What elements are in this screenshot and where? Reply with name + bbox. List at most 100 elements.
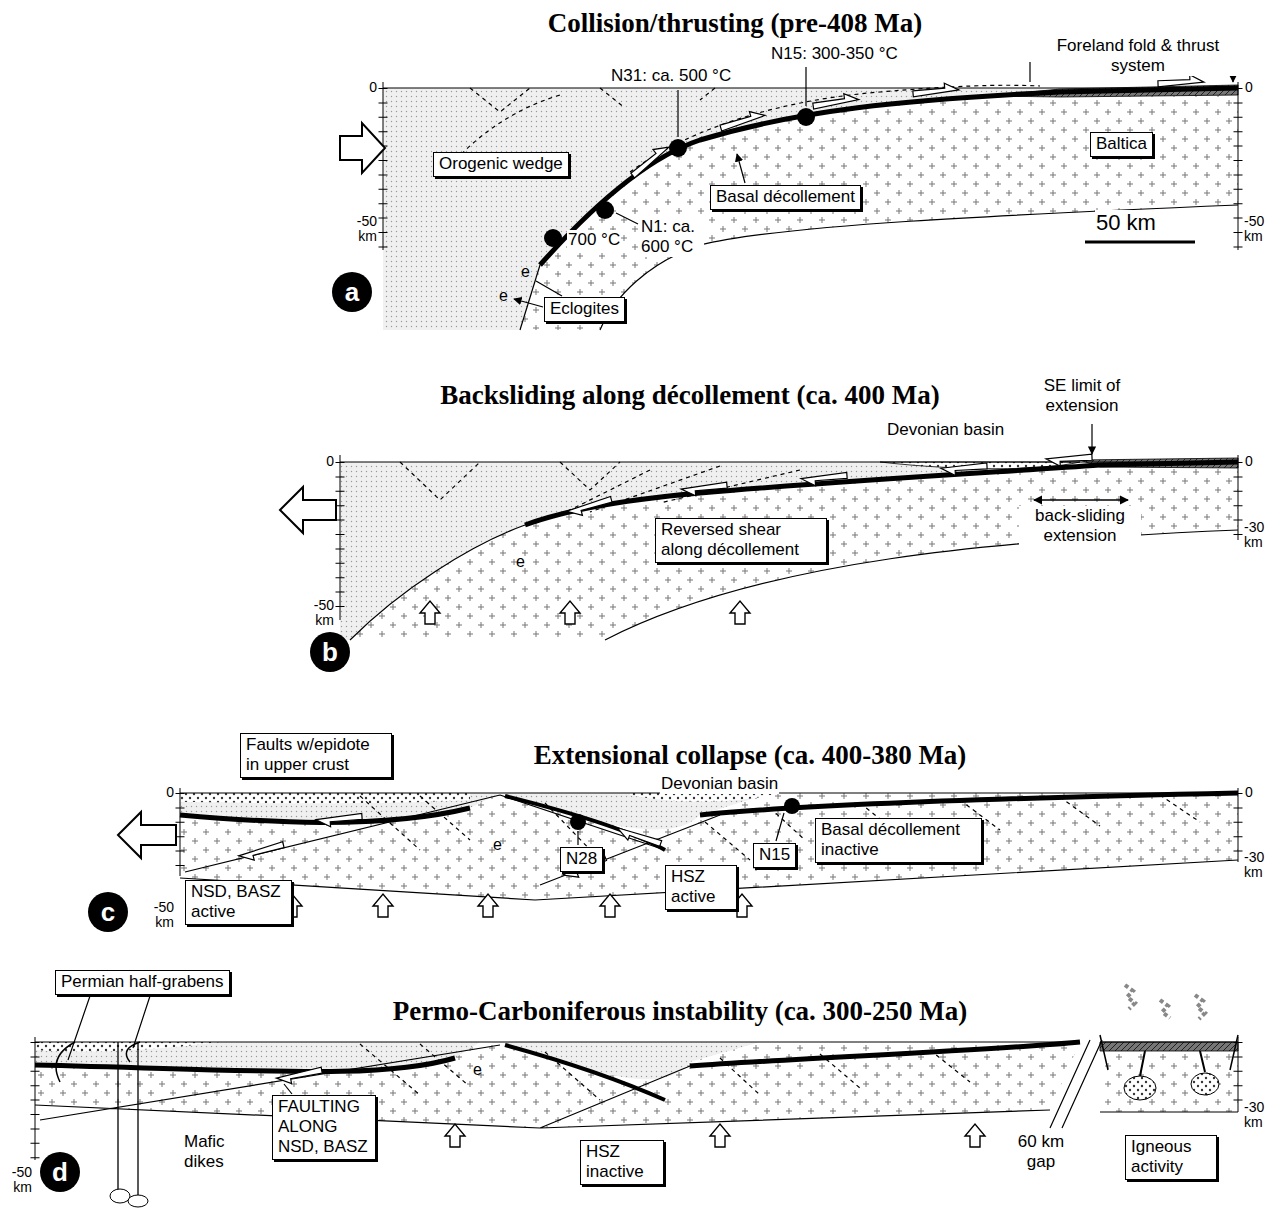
panel-letter-text: d: [52, 1159, 68, 1185]
section-shape: [35, 1045, 1238, 1128]
section-shape: [350, 462, 1238, 640]
shear-arrow: [681, 482, 728, 497]
box-text: NSD, BASZ active: [191, 882, 286, 922]
box-text: HSZ active: [671, 867, 731, 907]
axis-label: 0: [1244, 785, 1254, 800]
shear-arrow: [730, 601, 750, 624]
sample-dot: [797, 108, 815, 126]
panel-letter-text: c: [101, 899, 115, 925]
annotation: N15: 300-350 °C: [770, 44, 899, 64]
shear-arrow: [1046, 454, 1092, 467]
section-shape: [1100, 1042, 1238, 1112]
panel-a-section: [340, 62, 1238, 330]
sample-dot: [669, 139, 687, 157]
annotation: Mafic dikes: [183, 1132, 240, 1172]
label-box: NSD, BASZ active: [185, 880, 292, 925]
shear-arrow: [566, 496, 613, 519]
axis-label: -50 km: [3, 1165, 33, 1195]
section-shape: [505, 796, 665, 850]
shear-arrow: [420, 601, 440, 624]
panel-letter: c: [88, 892, 128, 932]
label-box: N15: [753, 843, 796, 868]
label-box: Reversed shear along décollement: [655, 518, 827, 563]
box-text: HSZ inactive: [586, 1142, 658, 1182]
section-shape: [505, 1045, 665, 1100]
label-box: HSZ inactive: [580, 1140, 664, 1185]
axis-label: -50 km: [143, 900, 175, 930]
section-shape: [1091, 424, 1092, 454]
sample-dot: [784, 798, 800, 814]
box-text: N28: [566, 849, 597, 869]
annotation: N1: ca. 600 °C: [640, 217, 704, 257]
intrusion-shape: [1191, 1073, 1219, 1095]
axis-label: -30 km: [1243, 520, 1275, 550]
section-shape: [1140, 1051, 1205, 1076]
panel-title: Collision/thrusting (pre-408 Ma): [547, 8, 924, 39]
section-shape: [383, 88, 1238, 89]
motion-arrow: [280, 487, 336, 533]
shear-arrow: [710, 1124, 730, 1147]
shear-arrow: [941, 463, 988, 476]
section-shape: [1034, 499, 1128, 500]
annotation: Devonian basin: [886, 420, 1005, 440]
annotation: Devonian basin: [660, 774, 779, 794]
shear-arrow: [812, 92, 859, 109]
section-shape: [35, 1042, 1080, 1128]
shear-arrow: [912, 82, 959, 97]
panel-title: Extensional collapse (ca. 400-380 Ma): [533, 740, 968, 771]
label-box: Basal décollement inactive: [815, 818, 982, 863]
scale-label: 50 km: [1095, 210, 1157, 235]
box-text: N15: [759, 845, 790, 865]
section-shape: [540, 88, 1238, 265]
box-text: Orogenic wedge: [439, 154, 563, 174]
axis-label: -50 km: [1243, 214, 1275, 244]
annotation: 60 km gap: [1010, 1132, 1072, 1172]
section-shape: [118, 1042, 138, 1196]
box-text: Faults w/epidote in upper crust: [246, 735, 386, 775]
section-shape: [340, 462, 1238, 463]
shear-arrow: [560, 601, 580, 624]
label-box: Permian half-grabens: [55, 970, 230, 995]
eclogite-mark: e: [492, 835, 503, 855]
label-box: Igneous activity: [1125, 1135, 1217, 1180]
panel-title: Permo-Carboniferous instability (ca. 300…: [392, 996, 969, 1027]
section-shape: [35, 1058, 455, 1072]
section-shape: [284, 1084, 292, 1094]
panel-letter: d: [40, 1152, 80, 1192]
section-shape: [35, 1042, 480, 1072]
panel-letter-text: a: [345, 279, 359, 305]
box-text: Igneous activity: [1131, 1137, 1211, 1177]
panel-letter: b: [310, 632, 350, 672]
shear-arrow: [316, 813, 363, 827]
label-box: Eclogites: [544, 297, 625, 322]
section-shape: [340, 462, 1238, 620]
box-text: Eclogites: [550, 299, 619, 319]
section-shape: [180, 788, 1238, 876]
shear-arrow: [600, 894, 620, 917]
panel-title: Backsliding along décollement (ca. 400 M…: [439, 380, 940, 411]
annotation: N31: ca. 500 °C: [610, 66, 732, 86]
label-box: N28: [560, 847, 603, 872]
eclogite-mark: e: [472, 1060, 483, 1080]
axis-label: 0: [165, 785, 175, 800]
box-text: Permian half-grabens: [61, 972, 224, 992]
axis-label: -50 km: [303, 598, 335, 628]
intrusion-shape: [1124, 1076, 1156, 1100]
axis-label: 0: [325, 454, 335, 469]
section-shape: [690, 1042, 1080, 1066]
sample-dot: [544, 229, 562, 247]
section-shape: [737, 154, 745, 183]
eclogite-mark: e: [515, 552, 526, 572]
motion-arrow: [118, 812, 176, 858]
shear-arrow: [445, 1124, 465, 1147]
box-text: Baltica: [1096, 134, 1147, 154]
section-shape: [630, 793, 780, 802]
shear-arrow: [615, 825, 662, 851]
axis-label: 0: [1244, 80, 1254, 95]
annotation: SE limit of extension: [1026, 376, 1138, 416]
label-box: FAULTING ALONG NSD, BASZ: [272, 1095, 376, 1160]
section-shape: [340, 455, 1238, 620]
section-shape: [1050, 1040, 1102, 1128]
label-box: Orogenic wedge: [433, 152, 569, 177]
